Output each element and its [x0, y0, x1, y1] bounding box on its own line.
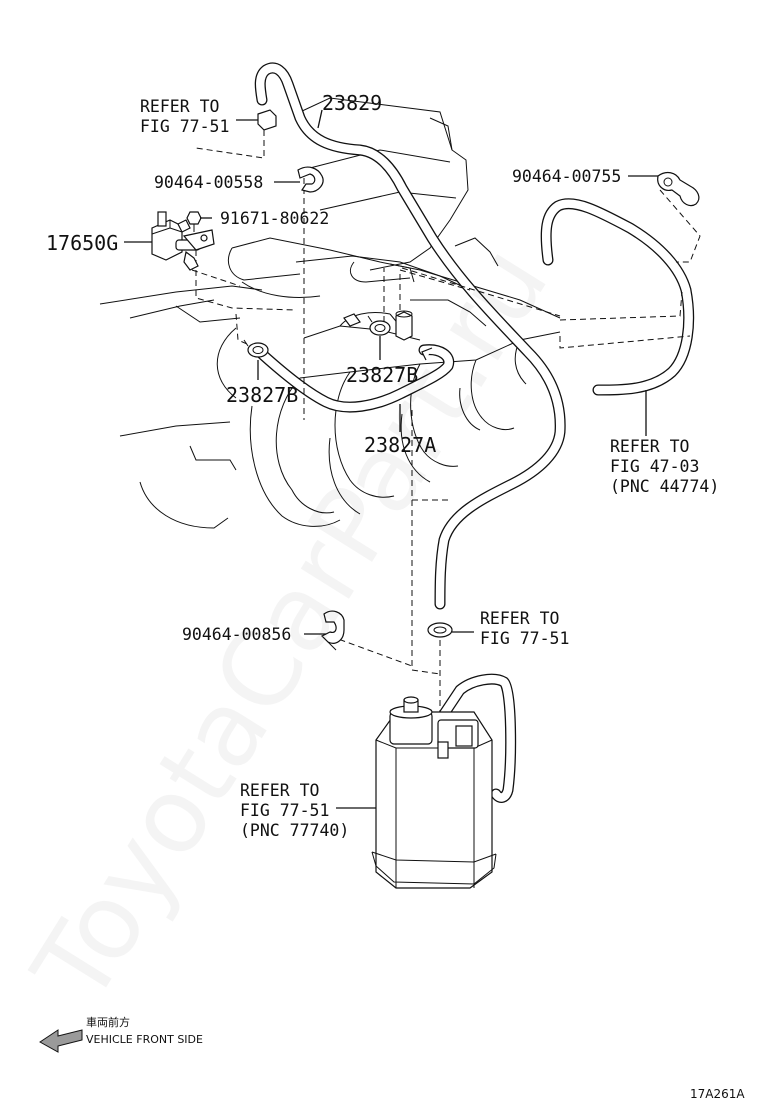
clip-90464-00558: [297, 166, 324, 193]
ref-right-line1: REFER TO: [610, 437, 689, 456]
label-91671-80622: 91671-80622: [220, 209, 329, 228]
vsv-17650g: [151, 211, 215, 271]
label-90464-00755: 90464-00755: [512, 167, 621, 186]
ref-canister-line3: (PNC 77740): [240, 821, 349, 840]
ref-top-left-line1: REFER TO: [140, 97, 219, 116]
vehicle-front-indicator: 車両前方 VEHICLE FRONT SIDE: [39, 1015, 203, 1053]
hose-44774: [540, 198, 695, 396]
bolt-91671-80622: [186, 211, 202, 232]
figure-code: 17A261A: [690, 1087, 745, 1101]
ref-right-line2: FIG 47-03: [610, 457, 699, 476]
ref-middle-line2: FIG 77-51: [480, 629, 569, 648]
clip-23827b-left: [243, 339, 269, 358]
clip-90464-00856: [320, 610, 345, 651]
label-23827a: 23827A: [364, 433, 436, 457]
hose-canister-loop: [434, 673, 517, 803]
leader-lines: [124, 109, 658, 809]
ref-canister-line2: FIG 77-51: [240, 801, 329, 820]
clip-90464-00755: [657, 171, 700, 207]
hose-end-connector-top: [257, 109, 277, 131]
direction-label-jp: 車両前方: [86, 1015, 130, 1029]
label-23829: 23829: [322, 91, 382, 115]
direction-label-en: VEHICLE FRONT SIDE: [86, 1033, 203, 1046]
label-17650g: 17650G: [46, 231, 118, 255]
hose-23829: [254, 62, 566, 610]
ref-right-line3: (PNC 44774): [610, 477, 719, 496]
manifold-nipples: [343, 310, 433, 361]
vehicle-front-arrow-icon: [39, 1029, 83, 1053]
label-23827b-right: 23827B: [346, 363, 418, 387]
ref-canister-line1: REFER TO: [240, 781, 319, 800]
hose-23827a: [256, 344, 455, 413]
part-labels: REFER TO FIG 77-51 23829 90464-00558 916…: [46, 91, 719, 840]
label-23827b-left: 23827B: [226, 383, 298, 407]
clip-23827b-right: [367, 315, 391, 336]
ref-top-left-line2: FIG 77-51: [140, 117, 229, 136]
ref-middle-line1: REFER TO: [480, 609, 559, 628]
label-90464-00856: 90464-00856: [182, 625, 291, 644]
label-90464-00558: 90464-00558: [154, 173, 263, 192]
clamp-hose-canister: [427, 622, 453, 638]
engine-outline: [99, 97, 561, 529]
charcoal-canister: [371, 696, 497, 889]
